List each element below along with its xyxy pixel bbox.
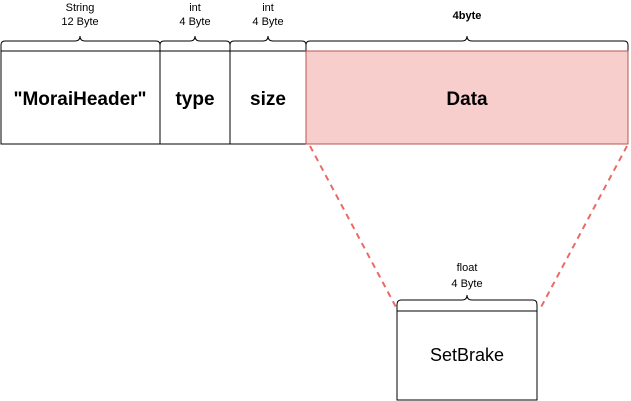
type-field: int 4 Byte type (159, 2, 231, 145)
expansion-connector-right (539, 145, 628, 310)
size-field: int 4 Byte size (229, 2, 307, 145)
size-type-annotation: int (262, 2, 274, 14)
setbrake-field-label: SetBrake (430, 345, 504, 365)
type-size-annotation: 4 Byte (179, 16, 210, 28)
data-brace (305, 35, 629, 51)
type-field-box (159, 50, 231, 145)
data-field: 4byte Data (305, 10, 629, 145)
type-type-annotation: int (189, 2, 201, 14)
data-size-annotation: 4byte (453, 10, 482, 22)
size-field-label: size (250, 89, 286, 110)
header-field: String 12 Byte "MoraiHeader" (0, 2, 161, 145)
setbrake-field-box (396, 310, 538, 401)
setbrake-brace (396, 294, 538, 311)
size-field-box (229, 50, 307, 145)
setbrake-size-annotation: 4 Byte (451, 278, 482, 290)
header-brace (0, 35, 161, 51)
header-size-annotation: 12 Byte (61, 16, 98, 28)
type-brace (159, 35, 231, 51)
header-field-box (0, 50, 161, 145)
setbrake-type-annotation: float (457, 262, 478, 274)
header-type-annotation: String (66, 2, 95, 14)
type-field-label: type (175, 89, 214, 110)
size-size-annotation: 4 Byte (252, 16, 283, 28)
header-field-label: "MoraiHeader" (13, 89, 146, 110)
expansion-connector-left (309, 145, 398, 310)
data-field-box (305, 50, 629, 145)
data-field-label: Data (446, 89, 488, 110)
size-brace (229, 35, 307, 51)
setbrake-field: float 4 Byte SetBrake (396, 262, 538, 401)
